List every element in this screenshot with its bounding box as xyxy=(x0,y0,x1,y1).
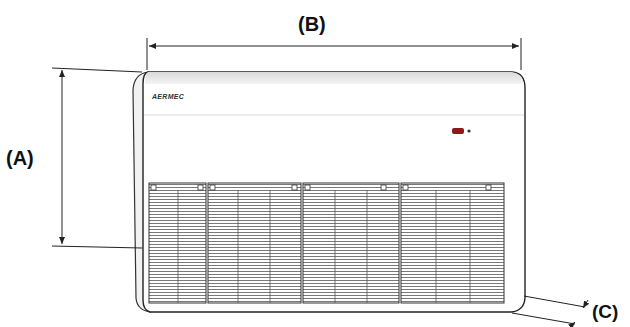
panel-screws xyxy=(151,185,491,190)
dimension-b xyxy=(147,38,521,70)
unit-body xyxy=(143,72,525,312)
brand-logo: AERMEC xyxy=(152,93,184,100)
dimension-label: (A) xyxy=(6,148,34,168)
indicator-dot xyxy=(467,129,470,132)
dimension-c xyxy=(512,296,588,327)
dimension-a xyxy=(52,68,142,248)
dimension-label: (B) xyxy=(298,14,326,34)
grille-dividers xyxy=(178,190,470,303)
panel-seam xyxy=(144,115,524,116)
dimension-label: (C) xyxy=(592,302,618,321)
top-band xyxy=(145,72,524,84)
indicator-light xyxy=(452,128,464,134)
grille xyxy=(149,183,504,303)
